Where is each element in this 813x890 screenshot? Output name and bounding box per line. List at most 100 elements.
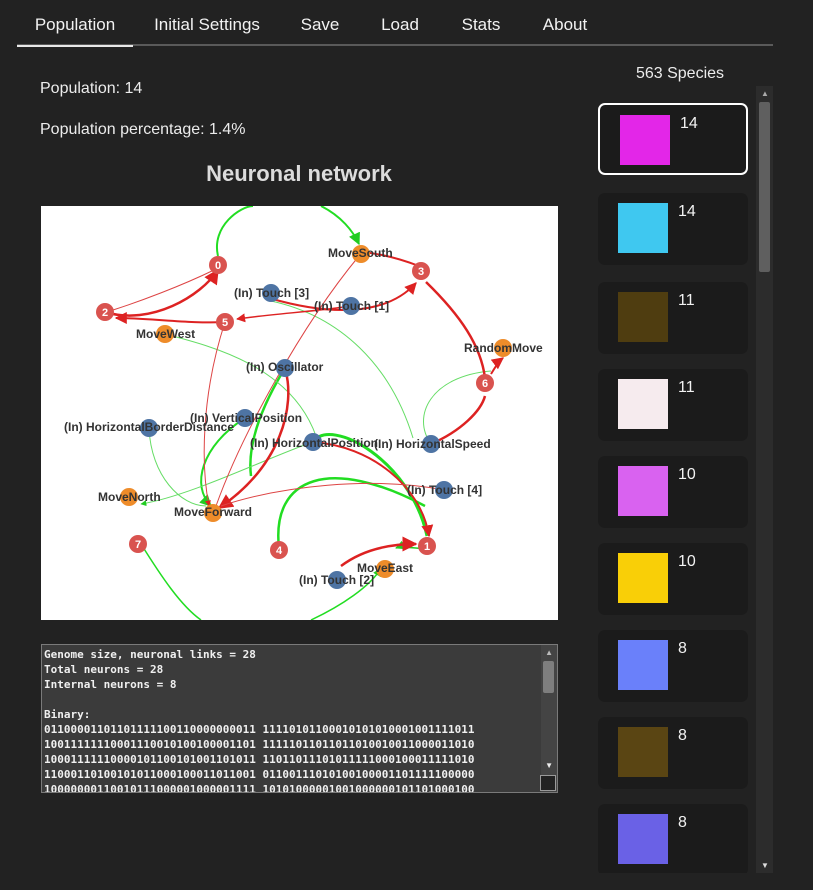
internal-neuron [412,262,430,280]
tab-save[interactable]: Save [300,15,340,34]
link [340,536,418,568]
link [140,441,314,507]
input-neuron [435,481,453,499]
input-neuron [304,433,322,451]
node-label: (In) HorizontalPosition [250,436,378,450]
link [425,281,487,379]
species-color-swatch [618,379,668,429]
link [320,206,360,246]
scroll-down-icon[interactable]: ▼ [761,861,769,870]
tab-population[interactable]: Population [17,0,133,47]
genome-scroll-thumb[interactable] [543,661,554,693]
svg-text:2: 2 [102,307,108,319]
input-neuron [140,419,158,437]
svg-text:3: 3 [418,266,424,278]
species-item[interactable]: 10 [598,456,748,528]
link [112,269,215,311]
node-label: (In) Touch [3] [234,286,309,300]
node-label: (In) Touch [4] [407,483,482,497]
species-item[interactable]: 8 [598,804,748,873]
tab-load[interactable]: Load [381,15,419,34]
species-scrollbar[interactable]: ▲ ▼ [756,86,773,873]
node-label: MoveEast [357,561,413,575]
species-population: 11 [678,379,695,396]
population-percentage: Population percentage: 1.4% [40,121,246,138]
network-title: Neuronal network [206,161,392,186]
internal-neuron [216,313,234,331]
link [423,370,492,445]
link [114,312,226,325]
node-label: MoveWest [136,327,195,341]
species-population: 14 [678,203,696,220]
node-labels: (In) Touch [3] (In) Touch [1] (In) Oscil… [64,246,543,587]
species-item[interactable]: 8 [598,630,748,702]
node-label: (In) VerticalPosition [190,411,302,425]
node-label: (In) Touch [1] [314,299,389,313]
species-color-swatch [618,203,668,253]
species-population: 10 [678,466,696,483]
network-nodes: 0 1 2 3 4 5 6 7 [96,245,512,589]
scroll-up-icon[interactable]: ▲ [761,89,769,98]
link [140,543,202,620]
node-label: (In) Oscillator [246,360,324,374]
link [236,305,352,323]
species-population: 10 [678,553,696,570]
link [270,300,414,439]
species-color-swatch [618,727,668,777]
internal-neuron [476,374,494,392]
tab-bar: Population Initial Settings Save Load St… [17,0,773,47]
species-population: 8 [678,727,687,744]
species-item[interactable]: 11 [598,282,748,354]
population-count: Population: 14 [40,80,143,97]
link [215,255,360,507]
internal-neuron [129,535,147,553]
internal-neuron [96,303,114,321]
input-neuron [236,409,254,427]
internal-neuron [209,256,227,274]
node-label: (In) Touch [2] [299,573,374,587]
species-color-swatch [618,553,668,603]
link [217,367,290,510]
input-neuron [328,571,346,589]
species-item[interactable]: 14 [598,103,748,175]
genome-scrollbar[interactable]: ▲ ▼ [541,645,557,792]
input-neuron [262,284,280,302]
link [220,482,445,507]
output-neuron [156,325,174,343]
internal-neuron [418,537,436,555]
link [249,367,287,477]
link [164,333,317,437]
tab-initial-settings[interactable]: Initial Settings [154,15,260,34]
species-item[interactable]: 14 [598,193,748,265]
tab-stats[interactable]: Stats [461,15,501,34]
species-population: 14 [680,115,698,132]
resize-handle-icon[interactable] [540,775,556,791]
network-links [104,206,504,620]
species-item[interactable]: 10 [598,543,748,615]
svg-text:0: 0 [215,260,221,272]
species-color-swatch [620,115,670,165]
output-neuron [352,245,370,263]
node-label: (In) HorizontalSpeed [374,437,491,451]
svg-text:7: 7 [135,539,141,551]
svg-text:5: 5 [222,317,228,329]
species-item[interactable]: 8 [598,717,748,789]
output-neuron [494,339,512,357]
genome-text: Genome size, neuronal links = 28 Total n… [44,648,475,793]
species-population: 11 [678,292,695,309]
svg-text:6: 6 [482,378,488,390]
species-item[interactable]: 11 [598,369,748,441]
scroll-up-icon[interactable]: ▲ [545,648,553,657]
scroll-down-icon[interactable]: ▼ [545,761,553,770]
link [312,441,434,538]
node-label: MoveSouth [328,246,393,260]
species-scroll-thumb[interactable] [759,102,770,272]
genome-textarea[interactable]: Genome size, neuronal links = 28 Total n… [41,644,558,793]
input-neuron [276,359,294,377]
node-label: MoveForward [174,505,252,519]
network-svg: 0 1 2 3 4 5 6 7 (In) To [64,206,543,620]
species-color-swatch [618,640,668,690]
tab-about[interactable]: About [542,15,588,34]
node-label: (In) HorizontalBorderDistance [64,420,234,434]
species-color-swatch [618,292,668,342]
